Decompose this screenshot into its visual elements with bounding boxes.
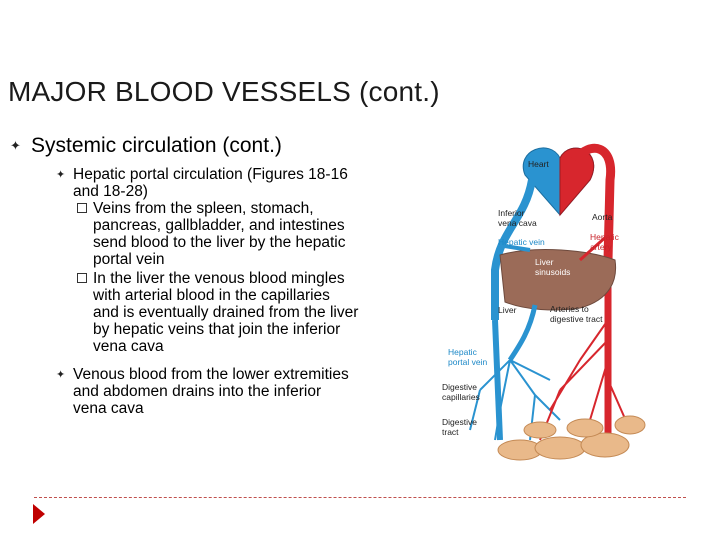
liver-shape: [499, 249, 617, 311]
aorta-vessel: [571, 143, 616, 261]
label-arteries-digestive: digestive tract: [550, 314, 603, 324]
bullet-text: Systemic circulation (cont.): [31, 134, 282, 157]
sub-bullet-text: Venous blood from the lower extremities: [73, 366, 349, 383]
inferior-vena-cava-vessel: [491, 179, 536, 320]
label-hepatic-portal-vein: portal vein: [448, 357, 487, 367]
sub-bullet-text: and 18-28): [73, 183, 148, 200]
sub3-text: send blood to the liver by the hepatic: [93, 234, 346, 251]
checkbox-bullet-icon: [77, 273, 87, 283]
label-digestive-tract: tract: [442, 427, 459, 437]
label-hepatic-artery: Hepatic: [590, 232, 620, 242]
label-inferior-vena-cava: vena cava: [498, 218, 537, 228]
label-digestive-capillaries: Digestive: [442, 382, 477, 392]
label-heart: Heart: [528, 159, 549, 169]
bullet-icon: ✦: [56, 169, 66, 181]
label-inferior-vena-cava: Inferior: [498, 208, 525, 218]
sub3-text: portal vein: [93, 251, 165, 268]
slide-title: MAJOR BLOOD VESSELS (cont.): [8, 76, 440, 107]
sub-bullet-text: and abdomen drains into the inferior: [73, 383, 322, 400]
label-hepatic-portal-vein: Hepatic: [448, 347, 478, 357]
label-liver-sinusoids: sinusoids: [535, 267, 570, 277]
sub3-text: In the liver the venous blood mingles: [93, 270, 345, 287]
sub3-text: with arterial blood in the capillaries: [93, 287, 330, 304]
label-hepatic-artery: artery: [590, 242, 612, 252]
sub-bullet-text: Hepatic portal circulation (Figures 18-1…: [73, 166, 348, 183]
digestive-tract-shape: [497, 415, 646, 461]
sub3-text: by hepatic veins that join the inferior: [93, 321, 341, 338]
label-liver-sinusoids: Liver: [535, 257, 554, 267]
label-liver: Liver: [498, 305, 517, 315]
sub-bullet-text: vena cava: [73, 400, 144, 417]
sub3-text: vena cava: [93, 338, 164, 355]
bullet-icon: ✦: [56, 369, 66, 381]
label-arteries-digestive: Arteries to: [550, 304, 589, 314]
next-arrow-icon[interactable]: [33, 504, 45, 524]
label-aorta: Aorta: [592, 212, 613, 222]
hepatic-portal-vein-vessel: [507, 304, 538, 362]
footer-divider: [34, 497, 686, 498]
sub3-text: Veins from the spleen, stomach,: [93, 200, 314, 217]
checkbox-bullet-icon: [77, 203, 87, 213]
label-hepatic-vein: Hepatic vein: [498, 237, 545, 247]
label-digestive-capillaries: capillaries: [442, 392, 480, 402]
hepatic-portal-diagram: Heart Inferior vena cava Aorta Hepatic v…: [442, 143, 646, 461]
bullet-icon: ✦: [10, 138, 21, 153]
sub3-text: and is eventually drained from the liver: [93, 304, 359, 321]
label-digestive-tract: Digestive: [442, 417, 477, 427]
sub3-text: pancreas, gallbladder, and intestines: [93, 217, 345, 234]
